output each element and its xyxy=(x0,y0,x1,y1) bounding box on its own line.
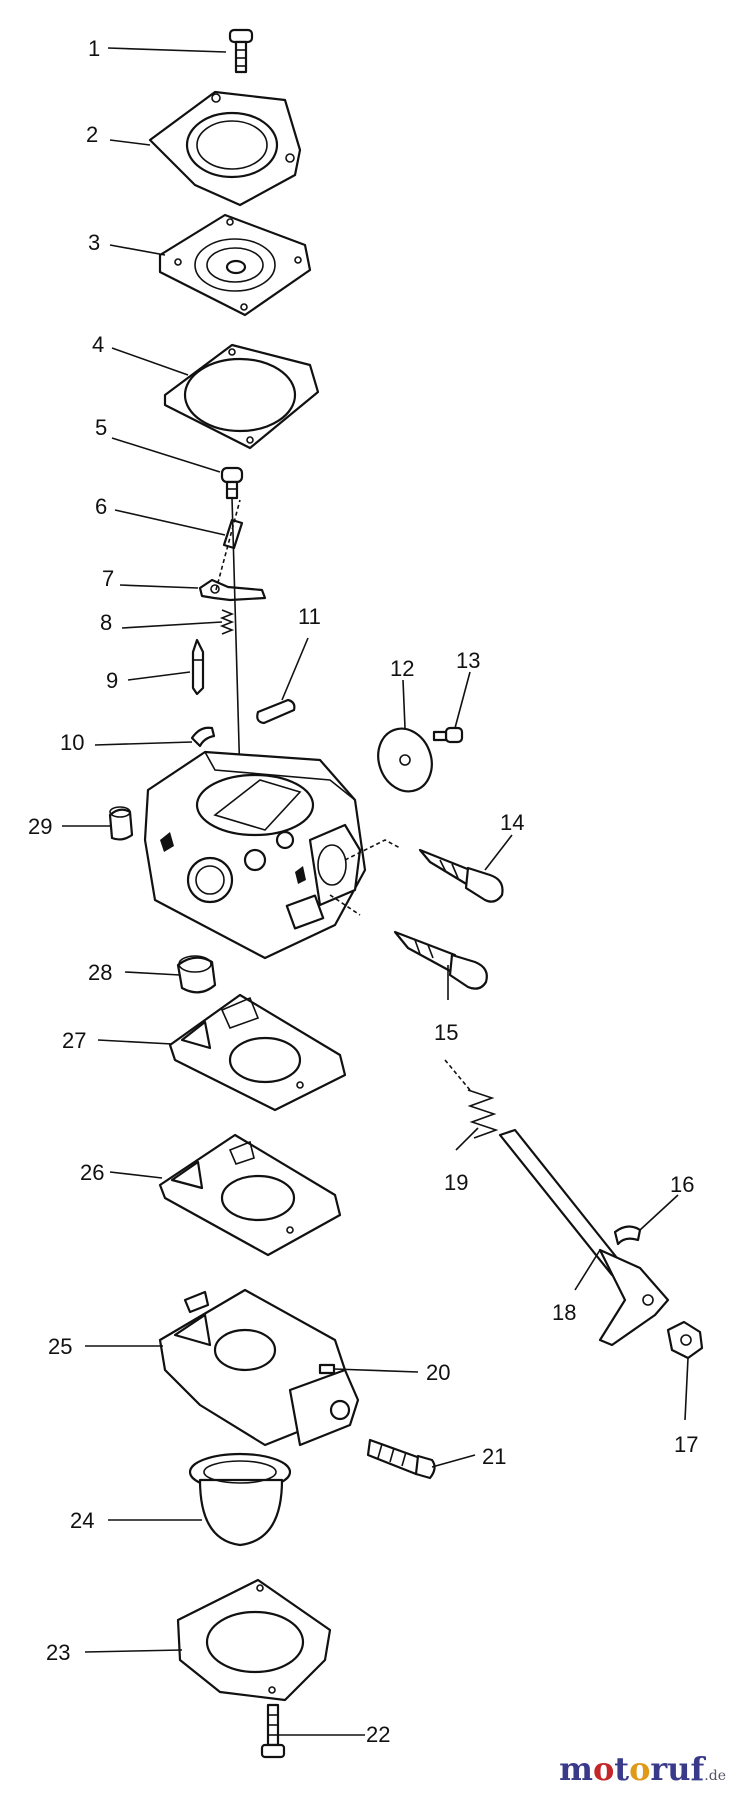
callout-17: 17 xyxy=(674,1432,698,1457)
part-16-clip xyxy=(613,1225,642,1246)
callout-20: 20 xyxy=(426,1360,450,1385)
part-8-spring xyxy=(219,609,235,635)
callout-10: 10 xyxy=(60,730,84,755)
part-4-gasket xyxy=(163,343,320,450)
carburetor-body xyxy=(143,750,401,960)
callout-22: 22 xyxy=(366,1722,390,1747)
callout-23: 23 xyxy=(46,1640,70,1665)
part-3-pump-diaphragm xyxy=(158,213,312,317)
callout-21: 21 xyxy=(482,1444,506,1469)
part-21-screw xyxy=(366,1438,436,1480)
watermark-letter: f xyxy=(690,1750,705,1788)
callout-8: 8 xyxy=(100,610,112,635)
metering-shaft xyxy=(231,497,241,781)
callout-27: 27 xyxy=(62,1028,86,1053)
part-5-screw xyxy=(220,466,244,500)
callout-3: 3 xyxy=(88,230,100,255)
callout-5: 5 xyxy=(95,415,107,440)
part-27-gasket xyxy=(168,993,347,1112)
watermark-letter: t xyxy=(614,1750,630,1788)
callout-25: 25 xyxy=(48,1334,72,1359)
part-18-throttle-shaft xyxy=(498,1128,670,1347)
callout-12: 12 xyxy=(390,656,414,681)
motoruf-watermark-logo: motoruf.de xyxy=(559,1750,726,1788)
callout-9: 9 xyxy=(106,668,118,693)
part-17-nut xyxy=(666,1320,704,1360)
part-7-metering-lever xyxy=(198,578,267,602)
watermark-letter: o xyxy=(629,1750,651,1788)
callout-14: 14 xyxy=(500,810,524,835)
part-15-adjusting-needle xyxy=(393,930,488,990)
part-29-plug xyxy=(108,806,134,841)
watermark-letter: u xyxy=(667,1750,691,1788)
part-19-spring xyxy=(444,1059,499,1139)
part-14-adjusting-needle xyxy=(418,848,504,903)
callout-18: 18 xyxy=(552,1300,576,1325)
part-22-screw xyxy=(260,1703,286,1759)
part-12-throttle-plate xyxy=(377,727,433,793)
callout-1: 1 xyxy=(88,36,100,61)
part-20-pin xyxy=(318,1363,336,1375)
watermark-brand: motoruf xyxy=(559,1750,704,1788)
watermark-letter: m xyxy=(559,1750,593,1788)
callout-4: 4 xyxy=(92,332,104,357)
callout-7: 7 xyxy=(102,566,114,591)
callout-26: 26 xyxy=(80,1160,104,1185)
part-26-diaphragm xyxy=(158,1133,342,1257)
watermark-letter: r xyxy=(650,1750,668,1788)
watermark-letter: o xyxy=(592,1750,615,1788)
callout-19: 19 xyxy=(444,1170,468,1195)
watermark-suffix: .de xyxy=(704,1768,726,1784)
part-1-screw xyxy=(228,28,254,74)
callout-6: 6 xyxy=(95,494,107,519)
part-10-clip xyxy=(190,726,216,748)
part-13-screw xyxy=(432,726,464,744)
leader-lines xyxy=(62,47,689,1736)
callout-13: 13 xyxy=(456,648,480,673)
part-24-primer-bulb xyxy=(188,1452,292,1547)
callout-11: 11 xyxy=(298,604,321,629)
callout-29: 29 xyxy=(28,814,52,839)
part-28-plug xyxy=(176,955,217,994)
part-2-pump-cover xyxy=(148,90,302,207)
callout-15: 15 xyxy=(434,1020,458,1045)
part-23-retainer xyxy=(176,1578,332,1702)
part-25-metering-cover xyxy=(158,1288,360,1447)
callout-2: 2 xyxy=(86,122,98,147)
callout-24: 24 xyxy=(70,1508,94,1533)
callout-16: 16 xyxy=(670,1172,694,1197)
callout-28: 28 xyxy=(88,960,112,985)
part-9-inlet-needle xyxy=(191,638,205,696)
part-11-pin xyxy=(256,698,296,725)
callout-numbers: 1 2 3 4 5 6 7 8 9 10 11 12 13 14 15 16 1… xyxy=(28,36,698,1747)
